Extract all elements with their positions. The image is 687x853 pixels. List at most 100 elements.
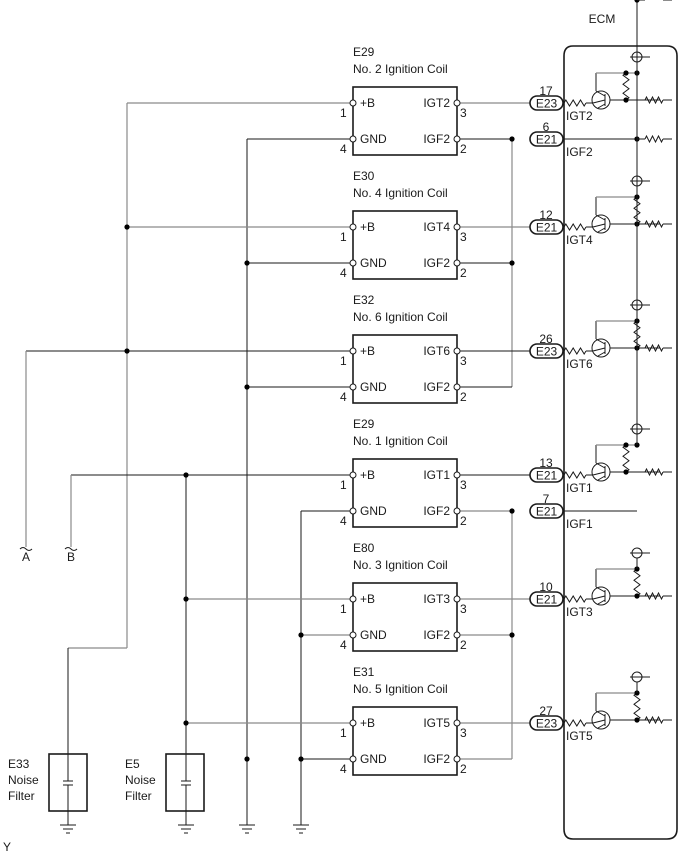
pin-terminal: [453, 471, 461, 479]
connector-code: E21: [536, 133, 558, 147]
ecm-pin-number: 17: [539, 84, 553, 98]
pin-label-gnd: GND: [360, 132, 387, 146]
connector-code: E21: [536, 505, 558, 519]
pin-label-gnd: GND: [360, 504, 387, 518]
pin-number: 3: [460, 354, 467, 368]
transistor-emitter: [597, 227, 606, 233]
junction-dot: [183, 596, 189, 602]
ecm-driver-circuit: [563, 0, 672, 482]
pin-label-igf: IGF2: [423, 256, 450, 270]
resistor-icon: [633, 692, 641, 721]
transistor-collector: [595, 586, 606, 593]
pin-number: 2: [460, 762, 467, 776]
pin-label-igt: IGT6: [423, 344, 450, 358]
pin-label-igf: IGF2: [423, 752, 450, 766]
pin-label-igf: IGF2: [423, 628, 450, 642]
pin-terminal: [349, 135, 357, 143]
junction-dot: [634, 717, 640, 723]
ecm-box: [563, 45, 678, 840]
pin-number: 3: [460, 726, 467, 740]
ecm-signal-label: IGT1: [566, 481, 593, 495]
transistor-collector: [595, 90, 606, 97]
off-page-label-a: A: [22, 550, 30, 564]
connector-code: E23: [536, 717, 558, 731]
pin-terminal: [453, 595, 461, 603]
pin-terminal: [349, 631, 357, 639]
coil-name: No. 1 Ignition Coil: [353, 434, 448, 448]
resistor-icon: [622, 72, 630, 101]
filter-label: Filter: [125, 789, 152, 803]
pin-number: 1: [340, 106, 347, 120]
filter-label: Noise: [125, 773, 156, 787]
coil-code: E32: [353, 293, 375, 307]
resistor-icon: [563, 471, 587, 479]
pin-number: 4: [340, 142, 347, 156]
connector-capsule: [529, 343, 564, 359]
ecm-pin-number: 27: [539, 704, 553, 718]
pin-number: 3: [460, 602, 467, 616]
ecm-driver-circuit: [563, 299, 672, 358]
transistor-collector: [595, 710, 606, 717]
pin-terminal: [349, 99, 357, 107]
connector-code: E23: [536, 97, 558, 111]
coil-name: No. 3 Ignition Coil: [353, 558, 448, 572]
pin-terminal: [453, 135, 461, 143]
junction-dot: [623, 469, 629, 475]
ecm-signal-label: IGT4: [566, 233, 593, 247]
resistor-icon: [644, 219, 664, 229]
transistor-input: [592, 99, 606, 104]
pin-terminal: [453, 223, 461, 231]
connector-capsule: [529, 503, 564, 519]
coil-code: E31: [353, 665, 375, 679]
junction-dot: [298, 756, 304, 762]
resistor-icon: [563, 99, 587, 107]
coil-code: E29: [353, 45, 375, 59]
ecm-signal-label: IGT2: [566, 109, 593, 123]
pin-terminal: [453, 347, 461, 355]
ground-icon: [239, 824, 255, 834]
coil-code: E29: [353, 417, 375, 431]
resistor-icon: [644, 467, 664, 477]
connector-code: E21: [536, 469, 558, 483]
ecm-pin-number: 12: [539, 208, 553, 222]
coil-box: [352, 458, 458, 528]
pin-terminal: [453, 259, 461, 267]
resistor-icon: [563, 595, 587, 603]
junction-dot: [183, 720, 189, 726]
connector-capsule: [529, 219, 564, 235]
pin-terminal: [453, 507, 461, 515]
pin-label-gnd: GND: [360, 256, 387, 270]
pin-terminal: [349, 595, 357, 603]
transistor-collector: [595, 338, 606, 345]
pin-number: 2: [460, 142, 467, 156]
pin-number: 1: [340, 478, 347, 492]
pin-label-b: +B: [360, 344, 375, 358]
pin-terminal: [349, 755, 357, 763]
pin-terminal: [453, 383, 461, 391]
pin-terminal: [453, 99, 461, 107]
ground-icon: [60, 824, 76, 834]
junction-dot: [244, 384, 250, 390]
pin-label-igf: IGF2: [423, 504, 450, 518]
coil-name: No. 4 Ignition Coil: [353, 186, 448, 200]
resistor-icon: [644, 134, 664, 144]
pin-terminal: [349, 223, 357, 231]
pin-label-b: +B: [360, 96, 375, 110]
corner-label: Y: [3, 840, 11, 853]
resistor-icon: [563, 719, 587, 727]
ecm-pin-number: 7: [543, 492, 550, 506]
coil-name: No. 6 Ignition Coil: [353, 310, 448, 324]
pin-label-igt: IGT1: [423, 468, 450, 482]
junction-dot: [634, 593, 640, 599]
